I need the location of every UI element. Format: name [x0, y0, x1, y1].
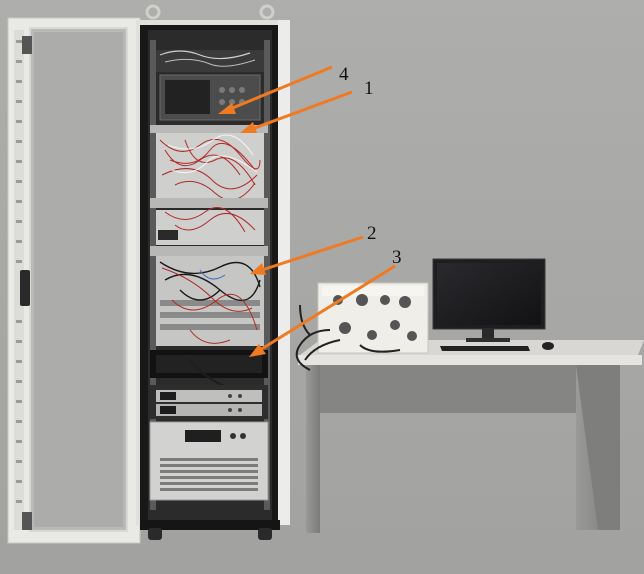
large-power-unit: [149, 421, 269, 501]
keyboard: [440, 346, 530, 351]
callout-label-1: 1: [364, 78, 374, 99]
power-supply-units: [150, 385, 268, 419]
callout-label-4: 4: [339, 64, 349, 85]
cabinet-door: [7, 17, 141, 544]
arrow-3: [259, 264, 396, 352]
rack-unit-2-module: [150, 246, 268, 346]
arrow-1: [251, 90, 353, 131]
callout-label-2: 2: [367, 223, 377, 244]
test-device: [295, 282, 429, 371]
cabinet-casters: [140, 520, 280, 540]
arrowhead-4: [218, 103, 236, 114]
rack-unit-3-chassis: [150, 350, 268, 391]
arrowhead-2: [250, 263, 266, 275]
rack-unit-4-instrument: [156, 50, 264, 121]
rack-unit-1-patch-panel: [150, 125, 268, 245]
arrow-2: [261, 235, 364, 272]
callout-arrows: [218, 65, 396, 357]
arrowhead-1: [240, 122, 257, 133]
mouse: [542, 342, 554, 350]
callout-label-3: 3: [392, 247, 402, 268]
arrow-4: [229, 65, 333, 111]
monitor: [432, 258, 546, 342]
arrowhead-3: [249, 344, 266, 357]
